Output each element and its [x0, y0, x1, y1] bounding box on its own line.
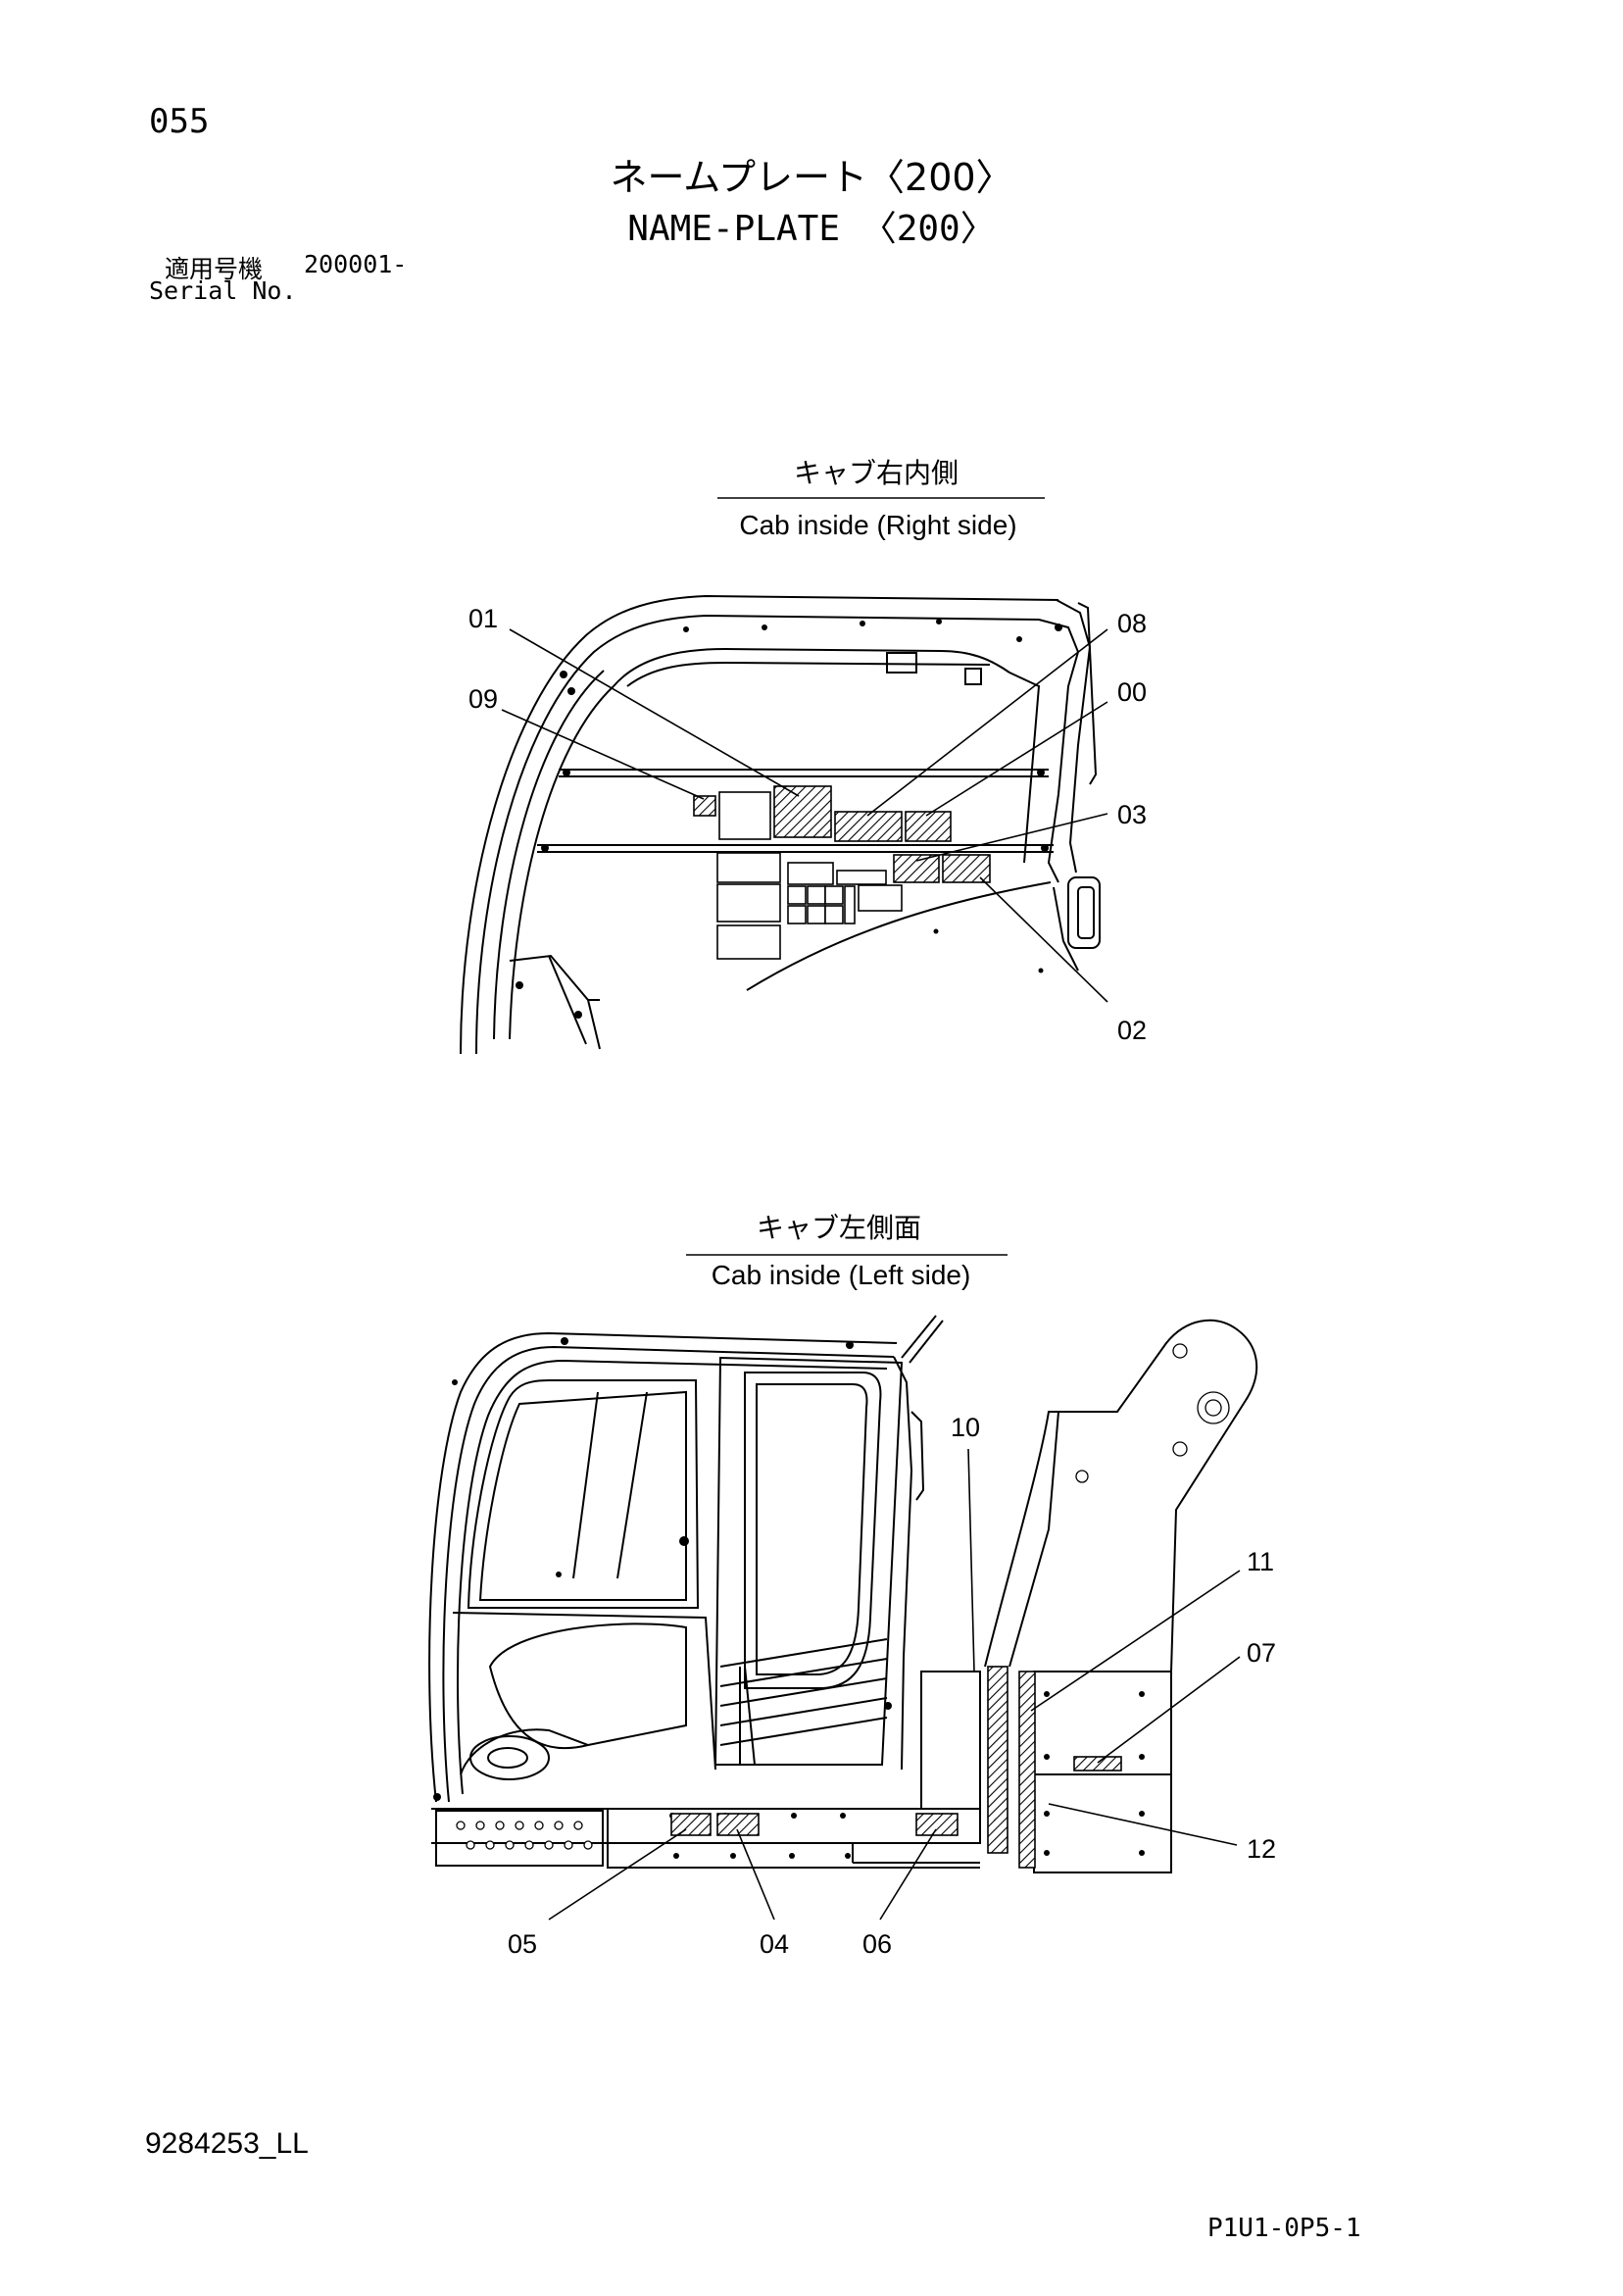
callout-11: 11 [1247, 1547, 1274, 1576]
right-side-view: キャブ右内側 Cab inside (Right side) [460, 458, 1147, 1055]
serial-label-jp: 適用号機 [165, 255, 264, 283]
page-code: P1U1-0P5-1 [1207, 2214, 1361, 2243]
callout-01: 01 [468, 604, 498, 633]
callout-09: 09 [468, 684, 498, 714]
plate-10 [987, 1666, 1008, 1854]
left-cab-outline [428, 1315, 1258, 1873]
callout-07: 07 [1247, 1638, 1276, 1668]
document-number: 9284253_LL [145, 2127, 309, 2160]
plate-08 [834, 811, 903, 842]
left-view-heading-en: Cab inside (Left side) [712, 1260, 971, 1290]
callout-08: 08 [1117, 609, 1147, 638]
plate-09 [693, 795, 716, 817]
plate-07 [1073, 1756, 1122, 1772]
callout-04: 04 [760, 1929, 789, 1959]
right-hatched-plates [693, 785, 991, 883]
plate-11 [1018, 1671, 1036, 1869]
right-callouts: 01 09 08 00 03 02 [468, 604, 1147, 1045]
serial-label-en: Serial No. [149, 276, 297, 305]
plate-03 [893, 854, 940, 883]
left-callouts: 10 11 07 12 05 04 06 [508, 1413, 1276, 1959]
right-plain-plates [716, 791, 903, 960]
plate-04 [716, 1813, 760, 1836]
right-cab-fasteners [516, 619, 1062, 1019]
left-view-heading-jp: キャブ左側面 [757, 1213, 921, 1243]
page-title-en: NAME-PLATE 〈200〉 [627, 209, 996, 249]
plate-00 [905, 811, 952, 842]
callout-12: 12 [1247, 1834, 1276, 1864]
left-side-view: キャブ左側面 Cab inside (Left side) [428, 1213, 1276, 1959]
left-hatched-plates [670, 1666, 1122, 1869]
page-number: 055 [149, 102, 210, 141]
right-leader-lines [501, 628, 1108, 1003]
plate-01 [773, 785, 832, 838]
callout-02: 02 [1117, 1016, 1147, 1045]
left-leader-lines [548, 1448, 1241, 1921]
callout-10: 10 [951, 1413, 980, 1442]
plate-05 [670, 1813, 712, 1836]
callout-03: 03 [1117, 800, 1147, 829]
serial-value: 200001- [304, 250, 408, 278]
callout-00: 00 [1117, 677, 1147, 707]
step-holes [456, 1343, 1230, 1850]
plate-02 [942, 854, 991, 883]
right-view-heading-en: Cab inside (Right side) [739, 510, 1016, 540]
page-title-jp: ネームプレート〈200〉 [610, 156, 1013, 199]
callout-05: 05 [508, 1929, 537, 1959]
callout-06: 06 [862, 1929, 892, 1959]
right-view-heading-jp: キャブ右内側 [794, 458, 959, 488]
left-cab-fasteners [433, 1337, 1145, 1859]
plate-06 [915, 1813, 959, 1836]
